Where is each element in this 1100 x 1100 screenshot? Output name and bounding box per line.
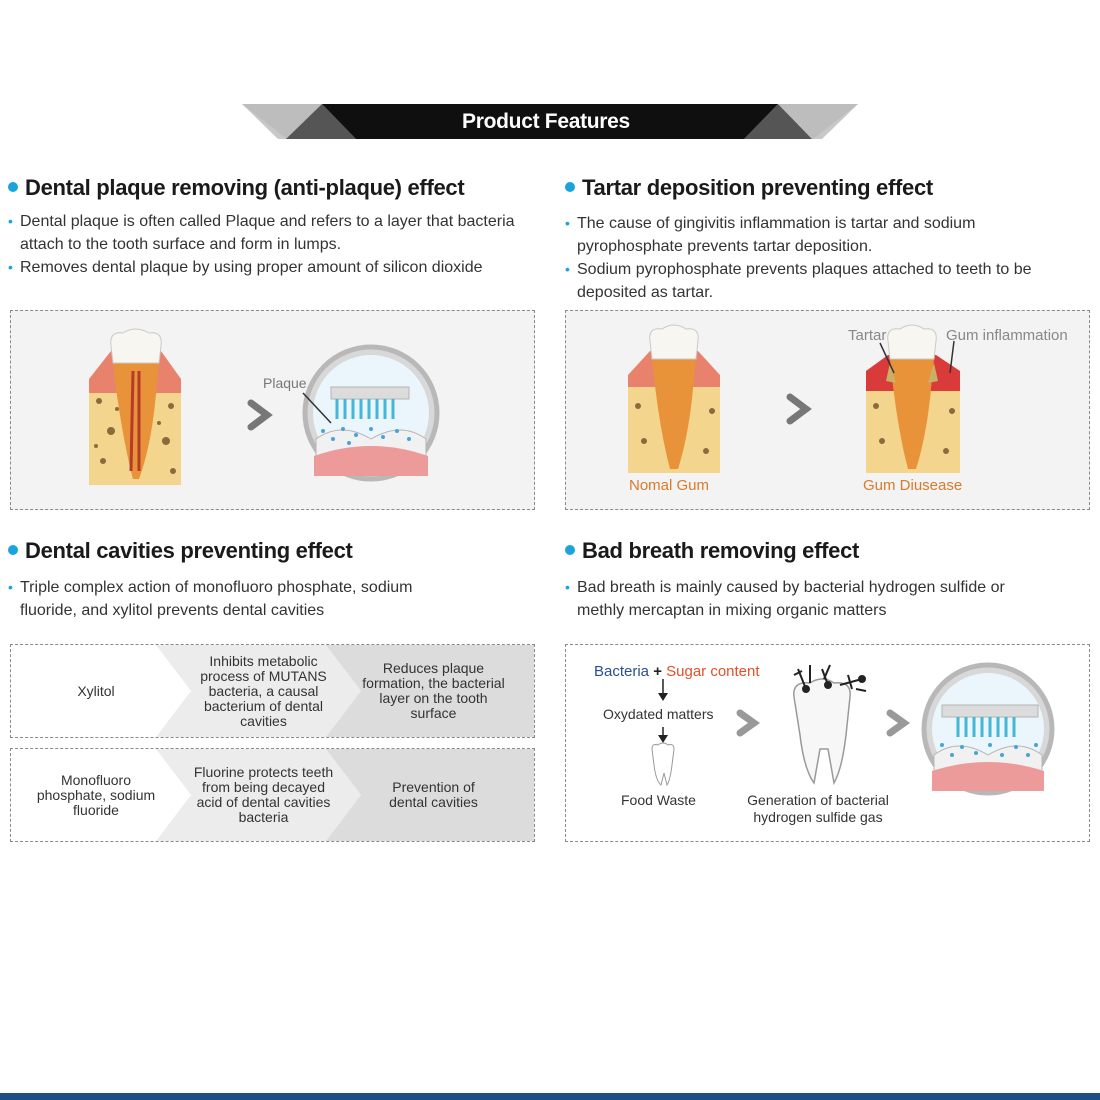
flow-row-xylitol: Xylitol Inhibits metabolic process of MU… xyxy=(10,644,535,738)
bullet-item: Triple complex action of monofluoro phos… xyxy=(8,576,428,622)
plaque-illustration xyxy=(89,328,440,485)
section-title: Tartar deposition preventing effect xyxy=(565,175,933,201)
food-waste-label: Food Waste xyxy=(621,792,696,808)
normal-gum-label: Nomal Gum xyxy=(629,477,710,494)
bullet-item: Sodium pyrophosphate prevents plaques at… xyxy=(565,258,1085,304)
bottom-bar xyxy=(0,1093,1100,1100)
flow-row-fluoride: Monofluoro phosphate, sodium fluoride Fl… xyxy=(10,748,535,842)
tartar-illustration xyxy=(628,324,960,473)
section-title: Dental cavities preventing effect xyxy=(8,538,353,564)
bacteria-label: Bacteria xyxy=(594,663,650,680)
plaque-label: Plaque xyxy=(263,375,307,391)
bullet-item: The cause of gingivitis inflammation is … xyxy=(565,212,1085,258)
flow-cell-action: Inhibits metabolic process of MUTANS bac… xyxy=(200,652,327,729)
flow-chevrons xyxy=(156,645,534,737)
section-title: Bad breath removing effect xyxy=(565,538,859,564)
bullet-list: Dental plaque is often called Plaque and… xyxy=(8,210,548,279)
section-banner: Product Features xyxy=(0,0,1100,160)
flow-cell-source: Xylitol xyxy=(77,682,115,699)
bullet-dot-icon xyxy=(565,182,575,192)
bullet-item: Removes dental plaque by using proper am… xyxy=(8,256,548,279)
bad-breath-illustration xyxy=(651,662,1055,796)
bullet-dot-icon xyxy=(8,545,18,555)
banner-title: Product Features xyxy=(462,110,630,133)
flow-cell-source: Monofluoro phosphate, sodium fluoride xyxy=(36,771,156,818)
flow-cell-result: Reduces plaque formation, the bacterial … xyxy=(362,660,505,721)
bullet-list: Triple complex action of monofluoro phos… xyxy=(8,576,428,622)
section-title: Dental plaque removing (anti-plaque) eff… xyxy=(8,175,465,201)
bullet-list: Bad breath is mainly caused by bacterial… xyxy=(565,576,1035,622)
flow-cell-result: Prevention of dental cavities xyxy=(389,779,478,810)
gum-disease-label: Gum Diusease xyxy=(863,477,963,494)
gum-inflammation-label: Gum inflammation xyxy=(946,327,1068,344)
banner-graphic xyxy=(242,104,858,139)
bullet-item: Bad breath is mainly caused by bacterial… xyxy=(565,576,1035,622)
oxydated-label: Oxydated matters xyxy=(603,706,714,722)
generation-label: Generation of bacterial hydrogen sulfide… xyxy=(747,792,889,825)
bullet-item: Dental plaque is often called Plaque and… xyxy=(8,210,548,256)
bad-breath-figure-panel: Bacteria + Sugar content Oxydated matter… xyxy=(565,644,1090,842)
flow-chevrons xyxy=(156,749,534,841)
bullet-dot-icon xyxy=(565,545,575,555)
sugar-label: Sugar content xyxy=(666,663,760,680)
tartar-figure-panel: Tartar Gum inflammation Nomal Gum Gum Di… xyxy=(565,310,1090,510)
bacteria-sugar-line: Bacteria + Sugar content xyxy=(594,663,760,680)
flow-cell-action: Fluorine protects teeth from being decay… xyxy=(193,764,334,825)
tartar-label: Tartar xyxy=(848,327,887,344)
plaque-figure-panel: Plaque xyxy=(10,310,535,510)
plus-sign: + xyxy=(653,663,662,680)
bullet-dot-icon xyxy=(8,182,18,192)
bullet-list: The cause of gingivitis inflammation is … xyxy=(565,212,1085,304)
